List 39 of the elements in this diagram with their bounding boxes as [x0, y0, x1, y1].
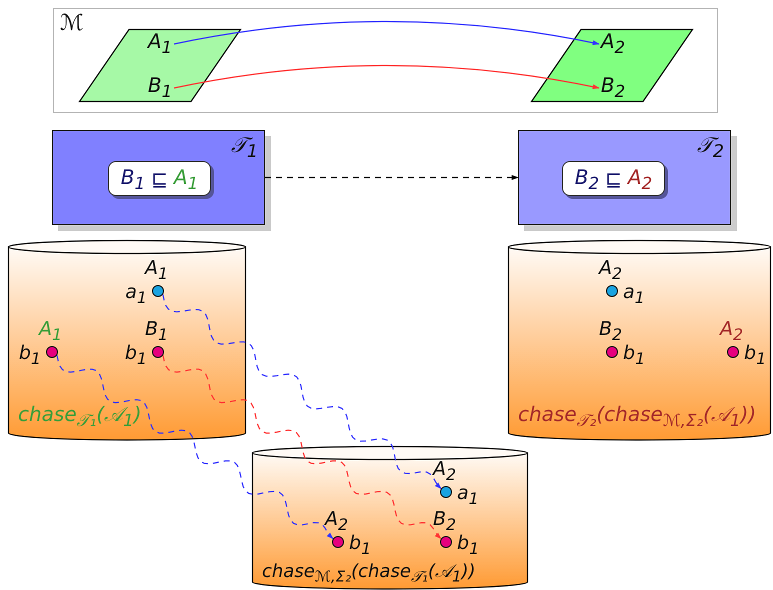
- arrow: [174, 64, 600, 90]
- chase-formula: chase$_{𝒯₁}$(𝒜$_{1}$): [18, 404, 142, 430]
- individual-label: b$_{1}$: [349, 534, 372, 557]
- parallelogram-shape: [531, 29, 693, 102]
- dashed-arrow: [162, 355, 442, 540]
- dashed-arrow: [162, 294, 442, 490]
- dashed-arrow: [265, 175, 519, 180]
- concept-label: B$_{2}$: [600, 75, 626, 101]
- concept-label: A$_{1}$: [39, 320, 62, 343]
- arrow: [174, 20, 600, 46]
- individual-label: a$_{1}$: [623, 283, 645, 306]
- mapping-frame: [53, 8, 718, 113]
- concept-label: A$_{2}$: [720, 320, 744, 343]
- axiom-box: B$_{2}$ ⊑ A$_{2}$: [562, 161, 665, 196]
- concept-label: A$_{2}$: [599, 259, 622, 282]
- axiom-box: B$_{1}$ ⊑ A$_{1}$: [108, 161, 211, 196]
- dashed-arrow: [56, 355, 334, 540]
- tbox-title: 𝒯$_{2}$: [696, 135, 724, 162]
- individual-label: a$_{1}$: [125, 283, 147, 306]
- concept-label: B$_{2}$: [599, 320, 622, 343]
- concept-label: A$_{1}$: [145, 259, 168, 282]
- individual-label: b$_{1}$: [18, 344, 41, 367]
- individual-label: a$_{1}$: [457, 484, 479, 507]
- concept-label: B$_{2}$: [433, 510, 456, 533]
- concept-label: A$_{2}$: [433, 460, 456, 483]
- individual-label: b$_{1}$: [124, 344, 147, 367]
- frame-title: ℳ: [60, 13, 84, 35]
- individual-label: b$_{1}$: [744, 344, 766, 367]
- concept-label: A$_{2}$: [600, 31, 626, 57]
- individual-label: b$_{1}$: [457, 534, 480, 557]
- concept-label: A$_{1}$: [148, 31, 172, 57]
- chase-formula: chase$_{ℳ,Σ₂}$(chase$_{𝒯₁}$(𝒜$_{1}$)): [262, 563, 476, 585]
- concept-label: B$_{1}$: [145, 320, 168, 343]
- parallelogram-shape: [79, 29, 241, 102]
- individual-label: b$_{1}$: [623, 344, 646, 367]
- tbox-title: 𝒯$_{1}$: [230, 135, 258, 162]
- concept-label: A$_{2}$: [325, 510, 348, 533]
- concept-label: B$_{1}$: [148, 75, 172, 101]
- chase-formula: chase$_{𝒯₂}$(chase$_{ℳ,Σ₂}$(𝒜$_{1}$)): [518, 404, 756, 430]
